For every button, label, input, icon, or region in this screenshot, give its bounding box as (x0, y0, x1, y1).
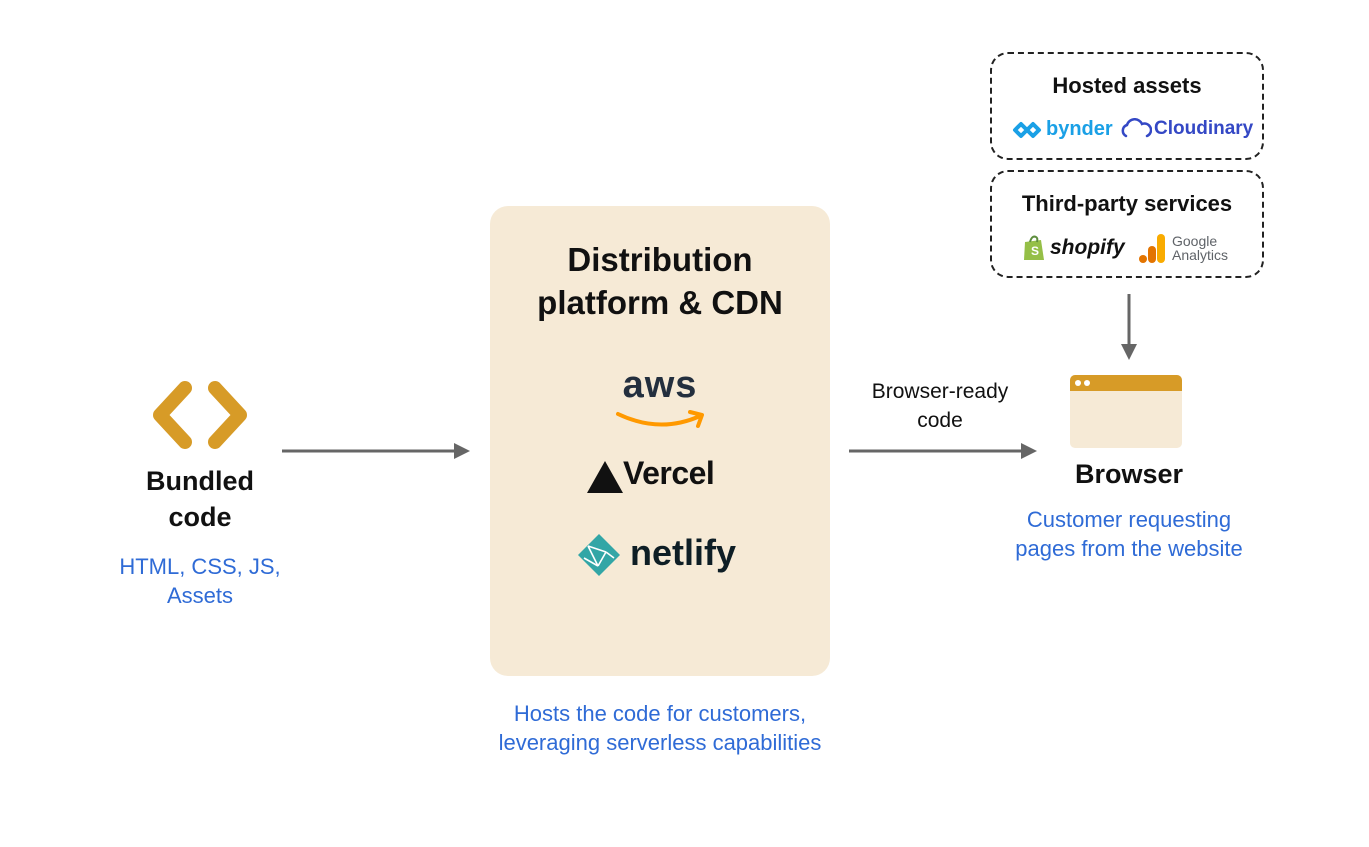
arrow-to-browser (849, 443, 1037, 459)
browser-desc-line1: Customer requesting (1026, 507, 1232, 532)
code-brackets-icon (153, 381, 247, 449)
browser-window-icon (1070, 375, 1182, 448)
third-party-services-box: Third-party services S shopify Google An… (990, 170, 1264, 278)
ga-text-line1: Google (1172, 233, 1218, 249)
vercel-triangle-icon (587, 461, 623, 493)
distribution-desc-line2: leveraging serverless capabilities (498, 730, 822, 755)
distribution-title-line2: platform & CDN (537, 284, 783, 321)
cloudinary-cloud-icon (1121, 118, 1152, 138)
distribution-title: Distribution platform & CDN (490, 238, 830, 324)
distribution-description: Hosts the code for customers, leveraging… (440, 699, 880, 757)
google-analytics-logo: Google Analytics (1138, 232, 1228, 264)
aws-logo: aws (610, 364, 710, 432)
shopify-logo-text: shopify (1050, 236, 1125, 259)
shopify-logo: S shopify (1022, 234, 1125, 262)
google-analytics-bars-icon (1139, 234, 1165, 263)
aws-logo-text: aws (622, 364, 698, 406)
cloudinary-logo: Cloudinary (1120, 118, 1253, 140)
distribution-desc-line1: Hosts the code for customers, (513, 701, 807, 726)
bundled-code-description: HTML, CSS, JS, Assets (80, 552, 320, 610)
browser-description: Customer requesting pages from the websi… (969, 505, 1289, 563)
vercel-logo: Vercel (583, 455, 743, 497)
bynder-logo: bynder (1012, 118, 1113, 141)
netlify-logo-text: netlify (630, 532, 737, 573)
bynder-logo-text: bynder (1046, 118, 1113, 140)
vercel-logo-text: Vercel (623, 455, 715, 491)
bundled-title-line2: code (168, 502, 232, 532)
hosted-assets-title: Hosted assets (1052, 73, 1202, 98)
ga-text-line2: Analytics (1172, 247, 1229, 263)
google-analytics-logo-text: Google Analytics (1172, 234, 1228, 262)
arrow-label-line2: code (917, 409, 963, 432)
aws-smile-icon (616, 410, 704, 428)
arrow-to-distribution (282, 443, 470, 459)
bundled-desc-line1: HTML, CSS, JS, (119, 554, 281, 579)
arrow-label-line1: Browser-ready (871, 380, 1009, 403)
distribution-title-line1: Distribution (567, 241, 753, 278)
arrow-services-to-browser (1121, 294, 1137, 360)
browser-ready-code-label: Browser-ready code (845, 377, 1035, 435)
netlify-logo: netlify (576, 528, 756, 582)
svg-text:S: S (1031, 244, 1039, 258)
bundled-code-title: Bundled code (100, 463, 300, 535)
browser-title: Browser (1074, 459, 1184, 489)
browser-desc-line2: pages from the website (1015, 536, 1243, 561)
bundled-desc-line2: Assets (166, 583, 234, 608)
cloudinary-logo-text: Cloudinary (1154, 118, 1254, 139)
bundled-title-line1: Bundled (146, 466, 254, 496)
shopify-bag-icon: S (1024, 235, 1044, 260)
bynder-icon (1013, 121, 1041, 138)
third-party-title: Third-party services (1021, 191, 1233, 216)
distribution-panel (490, 206, 830, 676)
netlify-icon (578, 534, 620, 576)
hosted-assets-box: Hosted assets bynder Cloudinary (990, 52, 1264, 160)
